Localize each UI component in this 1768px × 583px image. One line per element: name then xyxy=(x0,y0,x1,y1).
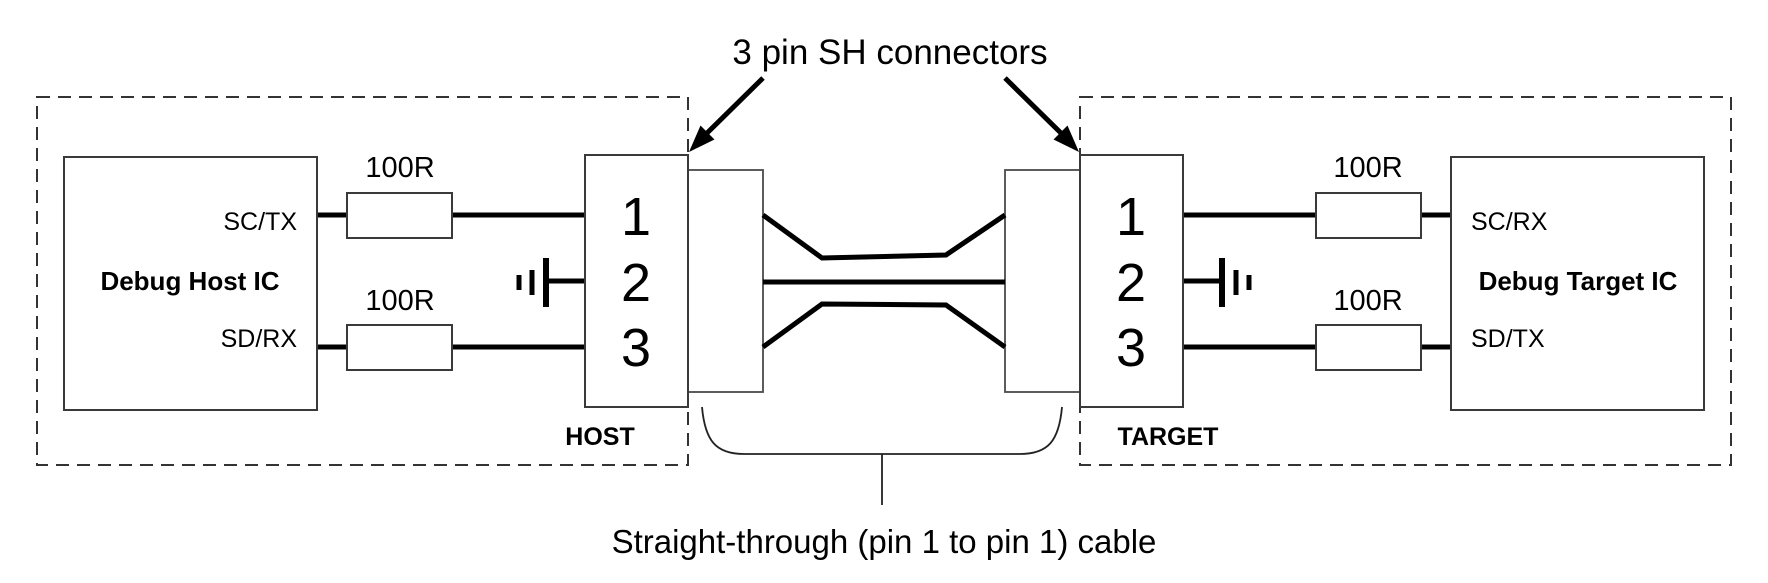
target-resistor-1-value: 100R xyxy=(1333,152,1402,184)
target-pin-1: 1 xyxy=(1116,187,1146,247)
host-cable-plug xyxy=(687,169,764,393)
target-enclosure-label: TARGET xyxy=(1118,423,1219,451)
target-resistor-2 xyxy=(1315,324,1422,371)
target-resistor-1 xyxy=(1315,192,1422,239)
host-ic-box xyxy=(63,156,318,411)
cable-wire-pin3 xyxy=(761,301,1007,350)
arrowhead-right-icon xyxy=(1053,125,1079,152)
arrow-shaft-left xyxy=(699,76,765,141)
cable-wire-pin1 xyxy=(761,212,1007,261)
host-pin-1: 1 xyxy=(621,187,651,247)
host-enclosure-label: HOST xyxy=(565,423,634,451)
arrow-shaft-right xyxy=(1003,76,1069,141)
target-ic-pin-top-label: SC/RX xyxy=(1471,208,1548,236)
target-ground-symbol xyxy=(1183,258,1252,307)
target-pin-2: 2 xyxy=(1116,253,1146,313)
host-ground-symbol xyxy=(516,258,585,307)
host-connector-box xyxy=(584,154,689,408)
target-connector-box xyxy=(1079,154,1184,408)
target-ic-box xyxy=(1450,156,1705,411)
host-ic-pin-top-label: SC/TX xyxy=(223,208,297,236)
host-resistor-2-value: 100R xyxy=(365,285,434,317)
host-ic-pin-bottom-label: SD/RX xyxy=(221,325,298,353)
connector-callout-arrow-right xyxy=(1003,76,1079,152)
cable-brace xyxy=(701,406,1063,455)
arrowhead-left-icon xyxy=(689,125,715,152)
target-cable-plug xyxy=(1004,169,1081,393)
host-pin-3: 3 xyxy=(621,318,651,378)
host-resistor-1-value: 100R xyxy=(365,152,434,184)
connectors-callout-label: 3 pin SH connectors xyxy=(732,33,1047,72)
host-pin-2: 2 xyxy=(621,253,651,313)
host-ic-name: Debug Host IC xyxy=(100,266,279,296)
host-resistor-1 xyxy=(346,192,453,239)
target-ic-pin-bottom-label: SD/TX xyxy=(1471,325,1545,353)
host-connector-pin-numbers: 1 2 3 xyxy=(621,187,651,378)
target-connector-pin-numbers: 1 2 3 xyxy=(1116,187,1146,378)
connector-callout-arrow-left xyxy=(689,76,765,152)
cable-callout-label: Straight-through (pin 1 to pin 1) cable xyxy=(612,523,1157,560)
target-resistor-2-value: 100R xyxy=(1333,285,1402,317)
host-resistor-2 xyxy=(346,324,453,371)
host-enclosure-box xyxy=(36,96,689,466)
target-pin-3: 3 xyxy=(1116,318,1146,378)
target-ic-name: Debug Target IC xyxy=(1479,266,1678,296)
